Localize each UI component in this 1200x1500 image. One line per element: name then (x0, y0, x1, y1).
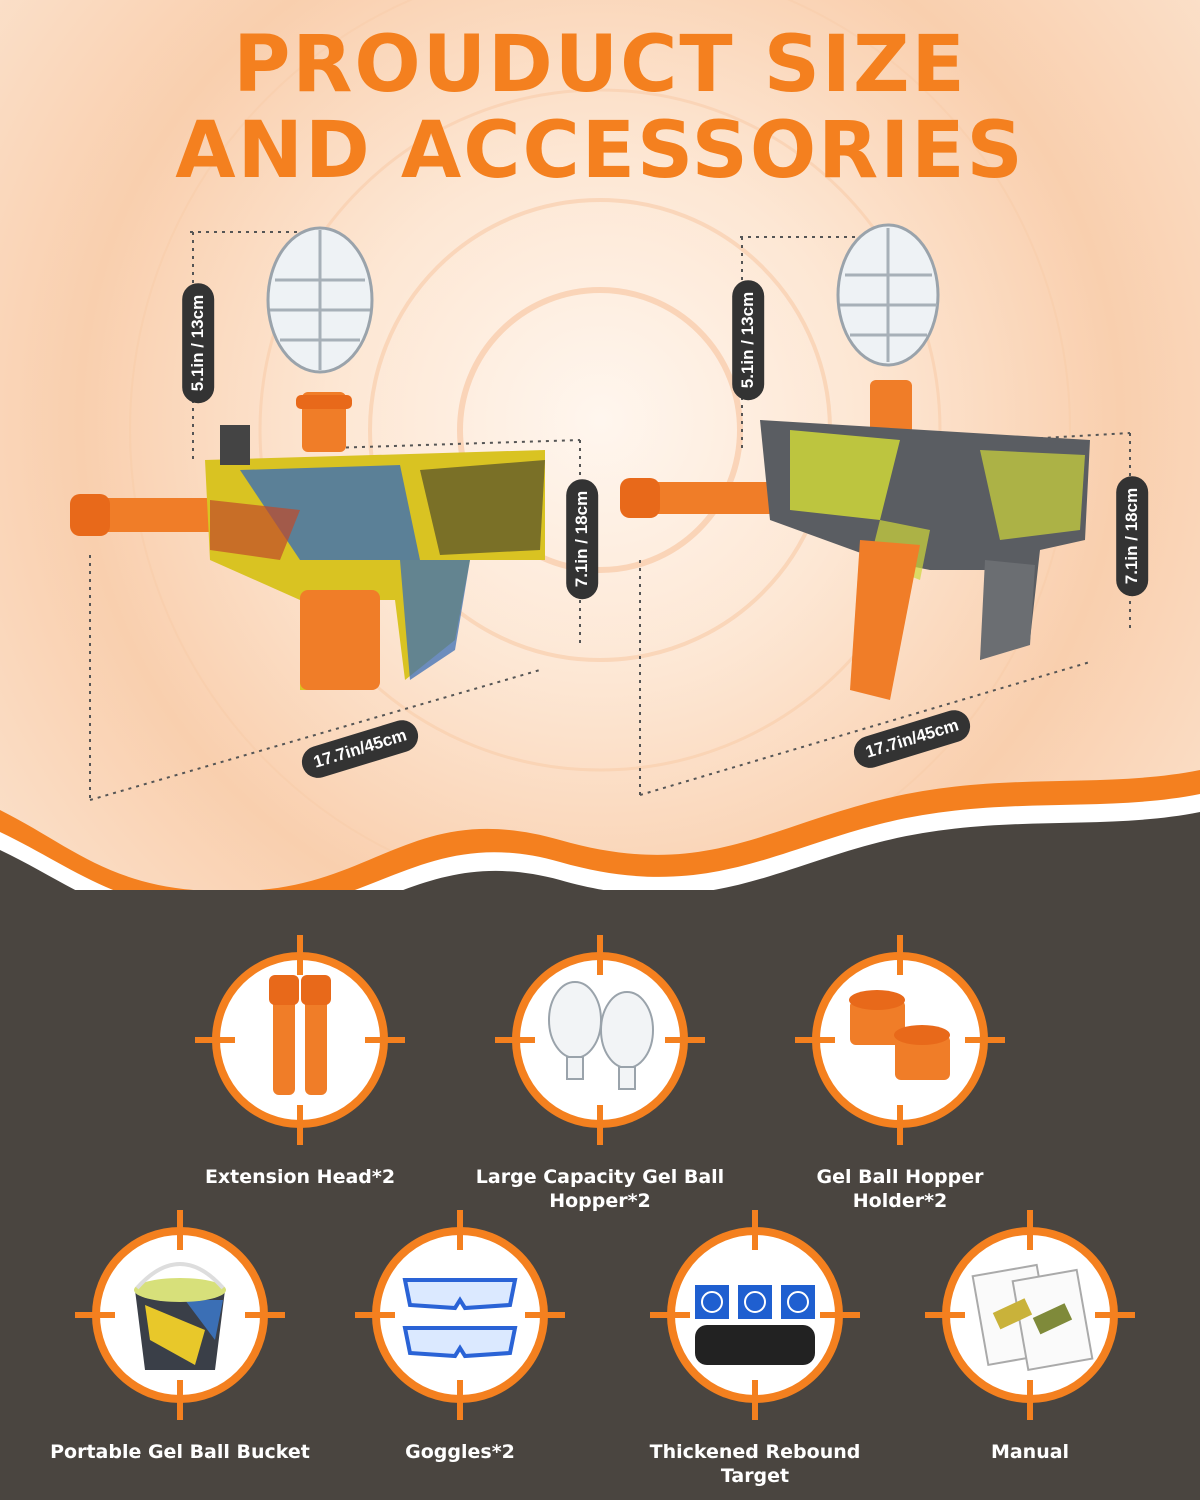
left-gun-hopper (266, 226, 374, 452)
crosshair-frame (795, 935, 1005, 1145)
crosshair-frame (195, 935, 405, 1145)
accessory-label: Extension Head*2 (204, 1166, 396, 1188)
accessory-gel-ball-hopper: Large Capacity Gel Ball Hopper*2 (470, 935, 730, 1213)
left-gun-body (70, 425, 545, 690)
gel-ball-hopper-icon (548, 981, 654, 1090)
goggles-icon (402, 1278, 518, 1359)
accessory-hopper-holder: Gel Ball Hopper Holder*2 (770, 935, 1030, 1213)
accessory-extension-head: Extension Head*2 (170, 935, 430, 1189)
accessory-label: Gel Ball Hopper Holder*2 (816, 1166, 984, 1212)
accessory-label: Portable Gel Ball Bucket (50, 1441, 310, 1463)
manual-icon (971, 1263, 1094, 1372)
accessory-goggles: Goggles*2 (330, 1210, 590, 1464)
accessory-label: Goggles*2 (405, 1441, 515, 1463)
accessory-ball-bucket: Portable Gel Ball Bucket (50, 1210, 310, 1464)
extension-head-icon (269, 975, 331, 1095)
hopper-holder-icon (849, 990, 950, 1080)
accessory-label: Thickened Rebound Target (649, 1441, 861, 1487)
accessory-label: Large Capacity Gel Ball Hopper*2 (475, 1166, 725, 1212)
accessory-manual: Manual (900, 1210, 1160, 1464)
crosshair-frame (650, 1210, 860, 1420)
left-body-height-label: 7.1in / 18cm (566, 478, 599, 600)
page-title-line2: AND ACCESSORIES (175, 106, 1025, 196)
crosshair-frame (355, 1210, 565, 1420)
ball-bucket-icon (134, 1262, 226, 1370)
product-illustrations (70, 223, 1131, 801)
product-size-section: PROUDUCT SIZE AND ACCESSORIES (0, 0, 1200, 900)
crosshair-frame (495, 935, 705, 1145)
accessory-label: Manual (990, 1441, 1070, 1463)
right-gun-body (620, 420, 1090, 700)
left-hopper-height-label: 5.1in / 13cm (182, 282, 215, 404)
crosshair-frame (925, 1210, 1135, 1420)
right-body-height-label: 7.1in / 18cm (1116, 475, 1149, 597)
page-title-line1: PROUDUCT SIZE (233, 20, 967, 110)
rebound-target-icon (695, 1285, 815, 1365)
accessory-rebound-target: Thickened Rebound Target (625, 1210, 885, 1488)
crosshair-frame (75, 1210, 285, 1420)
right-hopper-height-label: 5.1in / 13cm (732, 279, 765, 401)
right-gun-hopper (836, 223, 940, 435)
